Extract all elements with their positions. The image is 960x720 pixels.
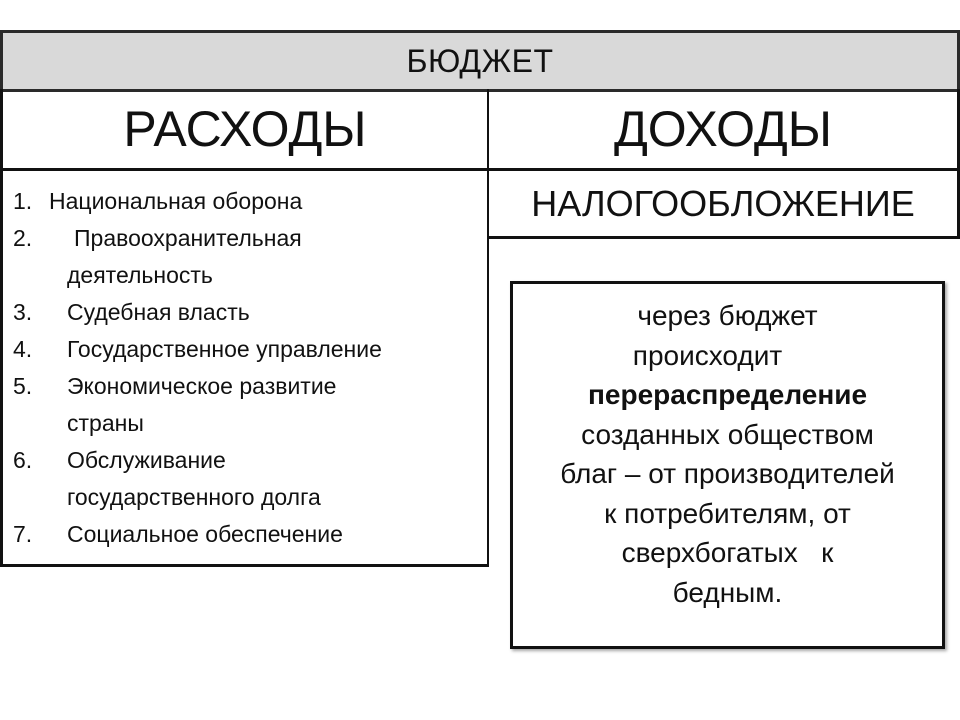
taxation-title: НАЛОГООБЛОЖЕНИЕ [531,182,915,224]
note-line: сверхбогатых к [621,537,834,568]
list-item-text: Социальное обеспечение [67,521,343,547]
income-title: ДОХОДЫ [613,100,833,157]
list-item-line: Правоохранительная [74,225,302,251]
list-item: 5. Экономическое развитие страны [13,368,487,442]
list-item-number: 6. [13,447,33,473]
list-item-text: Правоохранительная деятельность [67,220,302,294]
list-item-line: Обслуживание [67,447,226,473]
list-item-number: 5. [13,373,33,399]
list-item-text: Национальная оборона [49,188,303,214]
note-line: созданных обществом [581,418,874,450]
list-item-line: деятельность [67,262,213,288]
list-item: 7. Социальное обеспечение [13,516,487,553]
list-item-text: Обслуживание государственного долга [67,442,321,516]
expenses-header: РАСХОДЫ [0,89,489,171]
list-item-line: государственного долга [67,484,321,510]
list-item-number: 1. [13,188,33,214]
list-item: 1. Национальная оборона [13,183,487,220]
list-item-line: страны [67,410,144,436]
taxation-box: НАЛОГООБЛОЖЕНИЕ [487,171,960,239]
budget-header: БЮДЖЕТ [0,30,960,92]
income-header: ДОХОДЫ [487,89,960,171]
note-line: бедным. [672,576,783,608]
redistribution-note: через бюджет происходит перераспределени… [510,281,945,649]
list-item-number: 3. [13,299,33,325]
list-item-text: Экономическое развитие страны [67,368,336,442]
list-item: 3. Судебная власть [13,294,487,331]
list-item-number: 4. [13,336,33,362]
list-item-text: Судебная власть [67,299,250,325]
list-item-line: Экономическое развитие [67,373,337,399]
note-line: через бюджет [637,300,818,331]
list-item-text: Государственное управление [67,336,382,362]
list-item: 6. Обслуживание государственного долга [13,442,487,516]
note-line: к потребителям, от [604,497,851,529]
expenses-list: 1. Национальная оборона 2. Правоохраните… [0,171,489,567]
note-line: происходит [632,339,783,371]
note-line-emphasis: перераспределение [587,379,868,410]
expenses-title: РАСХОДЫ [123,100,367,157]
budget-title: БЮДЖЕТ [406,42,554,79]
note-line: благ – от производителей [560,458,895,489]
list-item: 2. Правоохранительная деятельность [13,220,487,294]
list-item-number: 2. [13,225,33,251]
list-item-number: 7. [13,521,33,547]
list-item: 4. Государственное управление [13,331,487,368]
